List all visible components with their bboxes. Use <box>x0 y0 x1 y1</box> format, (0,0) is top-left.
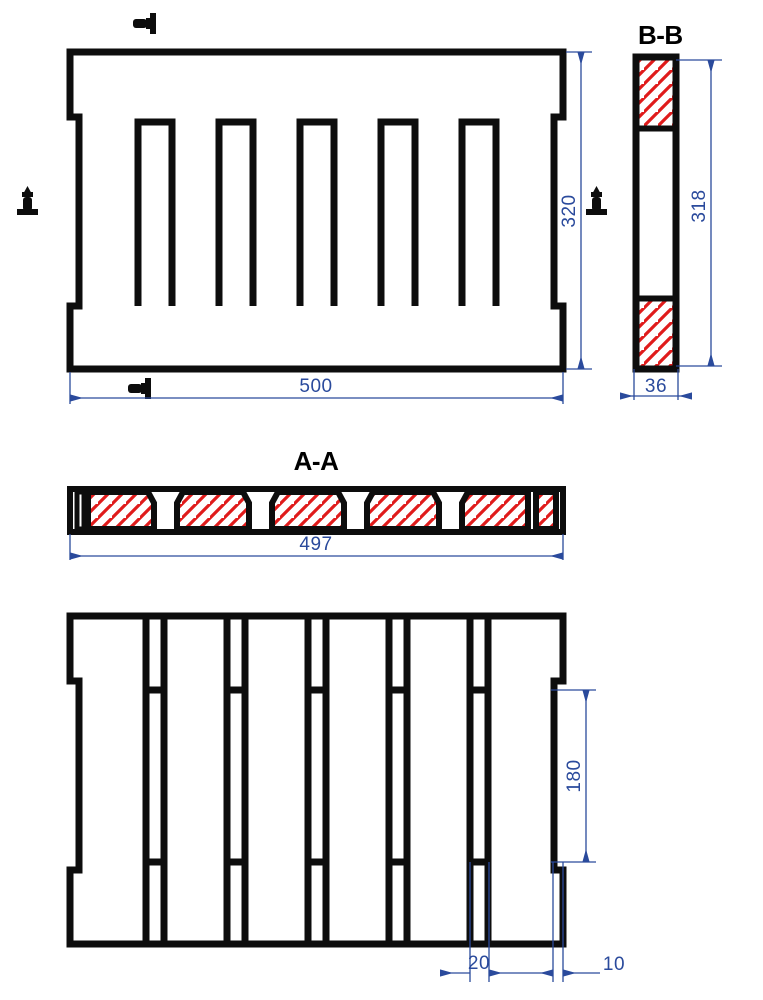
section-bb-body <box>632 53 680 373</box>
plan-slots <box>134 118 500 306</box>
dimension-318-label: 318 <box>689 189 710 222</box>
dimension-20-label: 20 <box>468 953 490 974</box>
dimension-180: 180 <box>551 689 596 863</box>
dimension-320: 320 <box>559 51 592 370</box>
dimension-10: 10 <box>563 954 625 977</box>
plan-slot-5 <box>458 118 500 306</box>
bottom-rib-1 <box>142 619 168 941</box>
bottom-rib-4 <box>385 619 411 941</box>
section-marker-a-bottom <box>128 378 151 399</box>
dimension-36-label: 36 <box>645 376 667 397</box>
section-aa-block-1 <box>85 489 157 532</box>
dimension-318: 318 <box>676 59 722 367</box>
section-aa-hatch-blocks <box>85 489 559 532</box>
bottom-rib-2 <box>223 619 249 941</box>
bottom-extension-lines <box>469 862 564 982</box>
dimension-180-label: 180 <box>564 759 585 792</box>
section-aa-block-6 <box>533 489 559 532</box>
section-aa-view: A-A <box>67 446 566 560</box>
section-marker-b-left <box>17 186 38 215</box>
dimension-36: 36 <box>620 369 692 400</box>
section-aa-block-5 <box>459 489 531 532</box>
plan-slot-2 <box>215 118 257 306</box>
dimension-500: 500 <box>69 372 564 404</box>
dimension-500-label: 500 <box>299 376 332 397</box>
section-aa-block-0 <box>74 489 87 532</box>
section-marker-b-right <box>586 186 607 215</box>
dimension-20: 20 <box>440 953 553 977</box>
dimension-497: 497 <box>69 534 564 560</box>
section-bb-hatch-top <box>639 60 673 132</box>
section-marker-a-top <box>133 13 156 34</box>
plan-slot-3 <box>296 118 338 306</box>
bottom-ribs <box>142 619 492 941</box>
section-bb-hatch-bottom <box>639 295 673 366</box>
section-aa-block-4 <box>364 489 442 532</box>
bottom-view: 180 20 10 <box>66 612 625 982</box>
dimension-320-label: 320 <box>559 194 580 227</box>
plan-outline <box>66 48 567 373</box>
bottom-rib-3 <box>304 619 330 941</box>
dimension-497-label: 497 <box>299 534 332 555</box>
plan-slot-1 <box>134 118 176 306</box>
bottom-rib-5 <box>466 619 492 941</box>
plan-view: 320 500 <box>17 13 607 404</box>
plan-slot-4 <box>377 118 419 306</box>
section-bb-title: B-B <box>638 20 683 50</box>
section-aa-block-2 <box>174 489 252 532</box>
dimension-10-label: 10 <box>603 954 625 975</box>
section-bb-view: B-B 318 36 <box>620 20 722 400</box>
section-aa-block-3 <box>269 489 347 532</box>
section-aa-title: A-A <box>294 446 339 476</box>
